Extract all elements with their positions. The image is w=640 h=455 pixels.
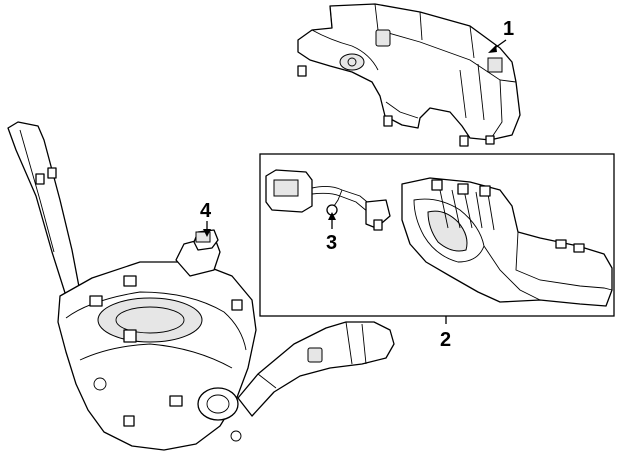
upper-column-shroud <box>297 3 521 147</box>
lower-column-shroud <box>401 177 613 307</box>
assembly-frame <box>259 153 615 317</box>
callout-4: 4 <box>200 200 212 237</box>
combination-switch <box>7 121 395 451</box>
callout-2: 2 <box>440 316 451 351</box>
callout-4-label: 4 <box>200 200 212 222</box>
callout-1: 1 <box>488 18 514 53</box>
wiring-harness <box>265 169 391 231</box>
callout-2-label: 2 <box>440 329 451 351</box>
callout-1-label: 1 <box>503 18 514 40</box>
callout-3-label: 3 <box>326 232 337 254</box>
callout-3: 3 <box>326 212 337 254</box>
